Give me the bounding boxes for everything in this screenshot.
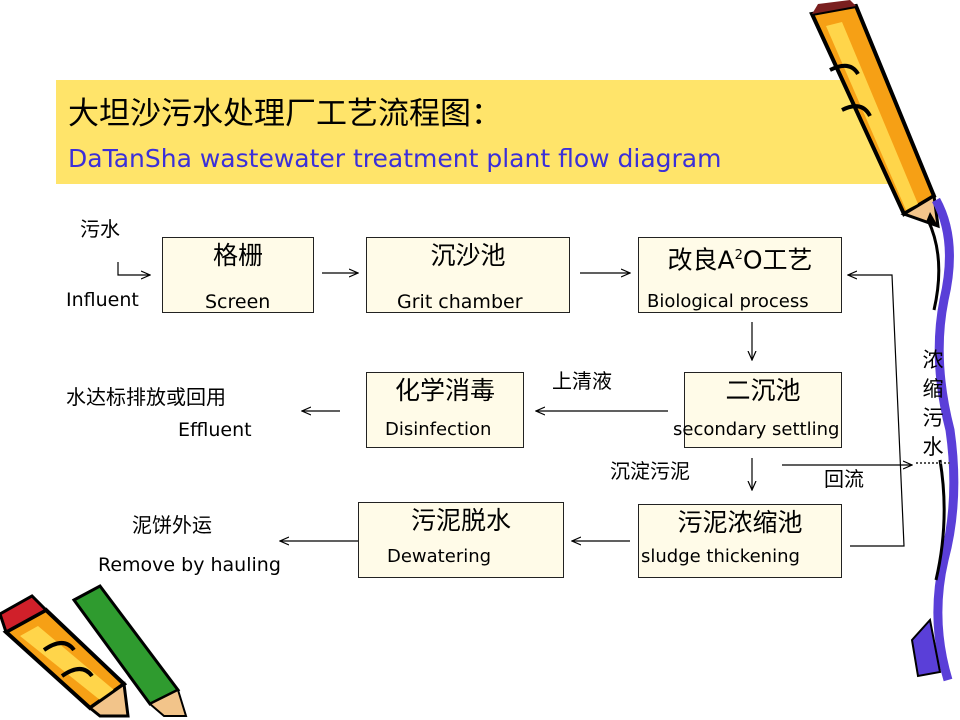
effluent-label-en: Effluent (178, 419, 252, 441)
sludge-thickening-label-cn: 污泥浓缩池 (677, 508, 803, 537)
sludge-thickening-box: 污泥浓缩池 sludge thickening (638, 504, 842, 578)
dewatering-label-en: Dewatering (387, 546, 492, 567)
arrow-influent-to-screen (117, 262, 150, 275)
thickened-water-char-3: 污 (922, 406, 944, 430)
supernatant-label: 上清液 (552, 369, 612, 393)
grit-chamber-box: 沉沙池 Grit chamber (366, 237, 570, 313)
grit-chamber-label-en: Grit chamber (397, 291, 523, 313)
secondary-settling-label-en: secondary settling (673, 419, 840, 440)
settled-sludge-label: 沉淀污泥 (610, 459, 690, 483)
dewatering-box: 污泥脱水 Dewatering (358, 502, 564, 578)
grit-chamber-label-cn: 沉沙池 (430, 241, 506, 270)
crayon-bottom-left-icon (71, 584, 188, 717)
pencil-bottom-left-icon (0, 594, 130, 718)
influent-label-cn: 污水 (80, 217, 120, 241)
influent-label-en: Influent (66, 289, 139, 311)
thickened-water-char-4: 水 (922, 435, 944, 459)
screen-box: 格栅 Screen (162, 237, 314, 313)
dewatering-label-cn: 污泥脱水 (410, 506, 511, 535)
pencil-top-right-icon (809, 0, 940, 229)
title-banner: 大坦沙污水处理厂工艺流程图： DaTanSha wastewater treat… (56, 80, 888, 184)
bio-cn-suffix: O工艺 (742, 245, 813, 275)
effluent-label-cn: 水达标排放或回用 (66, 385, 226, 409)
screen-label-en: Screen (205, 291, 271, 313)
title-chinese: 大坦沙污水处理厂工艺流程图： (68, 96, 502, 132)
sludge-thickening-label-en: sludge thickening (641, 546, 800, 567)
return-flow-label: 回流 (824, 467, 864, 491)
thickened-water-char-2: 缩 (922, 377, 944, 401)
biological-process-label-en: Biological process (647, 291, 809, 312)
thickened-water-char-1: 浓 (922, 348, 944, 372)
arrow-thickened-water-to-bio (848, 275, 905, 547)
disinfection-box: 化学消毒 Disinfection (366, 372, 524, 448)
secondary-settling-label-cn: 二沉池 (725, 376, 801, 405)
bio-cn-prefix: 改良A (667, 245, 735, 275)
screen-label-cn: 格栅 (212, 241, 263, 270)
hauling-label-cn: 泥饼外运 (132, 513, 212, 537)
secondary-settling-box: 二沉池 secondary settling (673, 372, 842, 448)
disinfection-label-cn: 化学消毒 (394, 376, 495, 405)
thickened-water-label: 浓 缩 污 水 (916, 346, 950, 464)
crayon-right-icon (910, 197, 959, 682)
title-english: DaTanSha wastewater treatment plant flow… (68, 144, 722, 173)
hauling-label-en: Remove by hauling (98, 554, 281, 576)
biological-process-box: 改良A2O工艺 Biological process (638, 237, 842, 313)
bio-cn-sup: 2 (734, 248, 743, 263)
disinfection-label-en: Disinfection (385, 419, 492, 440)
biological-process-label-cn: 改良A2O工艺 (639, 240, 841, 276)
